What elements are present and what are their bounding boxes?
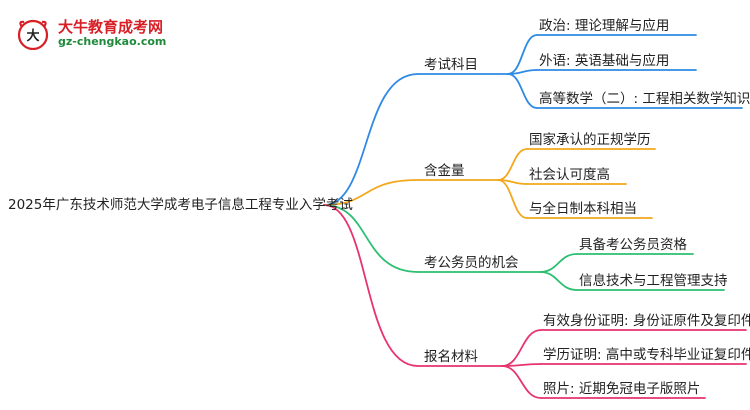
leaf-connector <box>539 271 578 291</box>
branch-label: 报名材料 <box>424 349 478 365</box>
branch-label: 考公务员的机会 <box>424 255 519 271</box>
leaf-label: 照片: 近期免冠电子版照片 <box>543 381 701 397</box>
leaf-label: 政治: 理论理解与应用 <box>539 18 670 34</box>
branch-label: 考试科目 <box>424 57 478 73</box>
leaf-connector <box>501 365 542 399</box>
logo-title: 大牛教育成考网 <box>58 18 164 36</box>
branch-connector <box>323 204 419 273</box>
leaf-label: 信息技术与工程管理支持 <box>579 273 728 289</box>
branch-connector <box>323 73 419 206</box>
leaf-connector <box>507 73 538 109</box>
branch-label: 含金量 <box>424 163 465 179</box>
leaf-label: 外语: 英语基础与应用 <box>539 53 670 69</box>
branch-connector <box>323 179 419 206</box>
leaf-connector <box>497 179 528 219</box>
leaf-label: 与全日制本科相当 <box>529 201 637 217</box>
svg-text:大: 大 <box>26 28 39 44</box>
leaf-connector <box>507 34 538 75</box>
logo-url: gz-chengkao.com <box>58 35 167 48</box>
leaf-label: 学历证明: 高中或专科毕业证复印件 <box>543 347 750 363</box>
leaf-connector <box>497 148 528 181</box>
branch-connector <box>323 204 419 367</box>
leaf-label: 具备考公务员资格 <box>579 237 687 253</box>
leaf-label: 有效身份证明: 身份证原件及复印件 <box>543 313 750 329</box>
leaf-label: 国家承认的正规学历 <box>529 132 651 148</box>
leaf-connector <box>501 329 542 367</box>
root-topic: 2025年广东技术师范大学成考电子信息工程专业入学考试 <box>8 197 353 213</box>
brand-logo[interactable]: 大 大牛教育成考网 gz-chengkao.com <box>6 10 196 54</box>
leaf-connector <box>539 253 578 273</box>
leaf-label: 社会认可度高 <box>529 167 610 183</box>
leaf-label: 高等数学（二）: 工程相关数学知识 <box>539 91 750 107</box>
bull-logo-icon: 大 <box>17 19 49 50</box>
